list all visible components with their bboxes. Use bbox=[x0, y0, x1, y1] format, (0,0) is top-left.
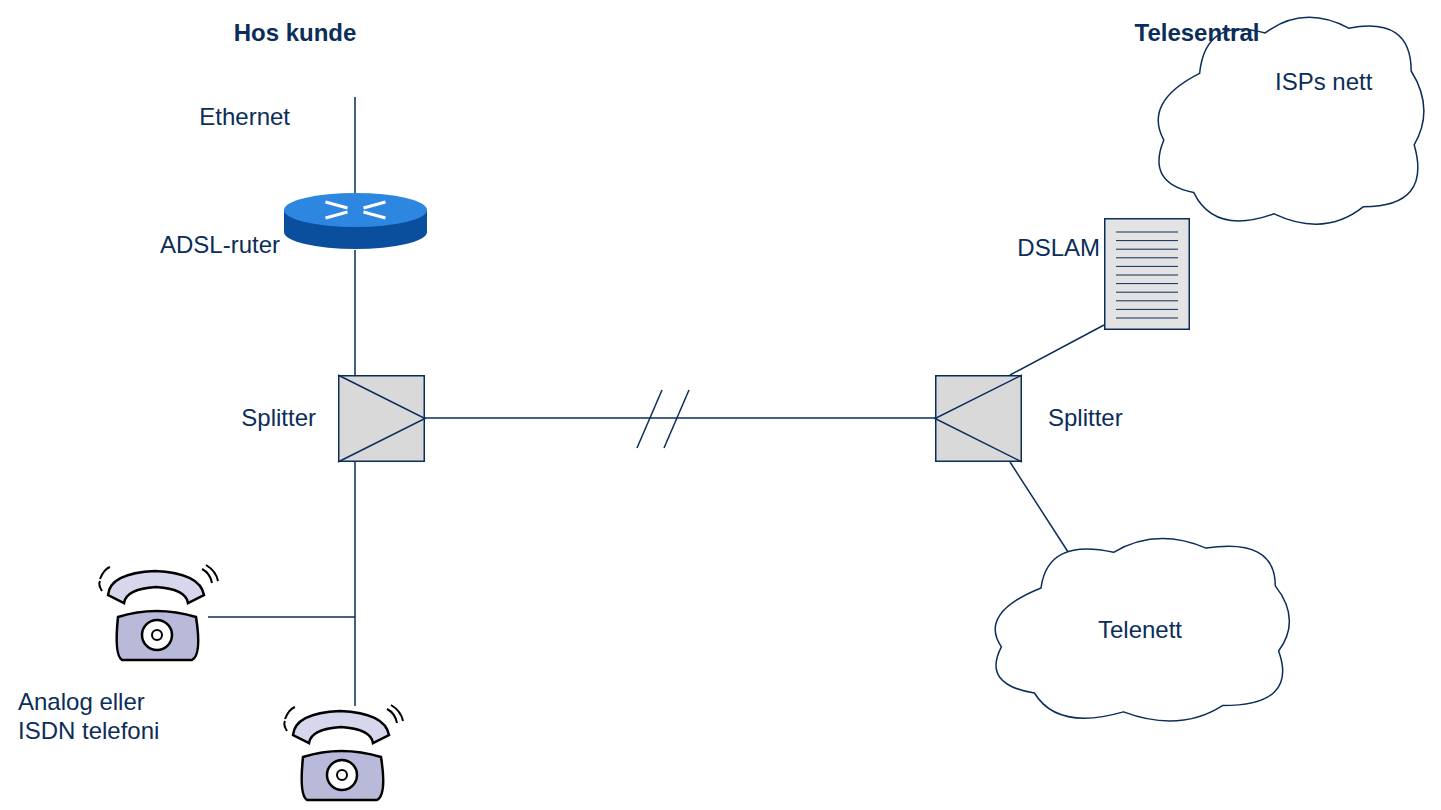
router-arrow bbox=[364, 202, 386, 208]
node-label: Telenett bbox=[1098, 616, 1182, 645]
phone-wire bbox=[208, 616, 355, 618]
telephone-icon bbox=[99, 565, 218, 660]
phone-label: Analog eller ISDN telefoni bbox=[18, 688, 193, 746]
splitter-symbol bbox=[338, 375, 425, 462]
dslam-outline bbox=[1105, 219, 1190, 330]
node-label: ISPs nett bbox=[1275, 68, 1372, 97]
router-arrow bbox=[364, 212, 386, 218]
dslam-slot bbox=[1116, 240, 1178, 241]
cloud-outline bbox=[1158, 17, 1424, 224]
dslam-slot bbox=[1116, 249, 1178, 250]
line-connector bbox=[1010, 462, 1070, 555]
telephone-icon bbox=[284, 705, 403, 800]
dslam-slot bbox=[1116, 300, 1178, 301]
port-label: Ethernet bbox=[199, 103, 290, 132]
dslam-slot bbox=[1116, 309, 1178, 310]
splitter-outline bbox=[339, 376, 425, 462]
dslam-slot bbox=[1116, 283, 1178, 284]
node-label: Splitter bbox=[241, 404, 316, 433]
adsl-router-shape bbox=[283, 190, 428, 250]
line-connector bbox=[425, 417, 935, 419]
dslam-slot bbox=[1116, 232, 1178, 233]
break-mark bbox=[637, 390, 662, 448]
splitter-box: Splitter bbox=[338, 375, 425, 462]
router-arrow bbox=[326, 212, 348, 218]
dslam-slot bbox=[1116, 266, 1178, 267]
splitter-box-shape bbox=[935, 375, 1022, 462]
dslam-rack-shape bbox=[1104, 218, 1190, 330]
splitter-box-shape bbox=[338, 375, 425, 462]
dslam-rack: DSLAM bbox=[1104, 218, 1190, 330]
dslam-slot bbox=[1116, 275, 1178, 276]
phone-wire bbox=[354, 462, 356, 706]
splitter-outline bbox=[936, 376, 1022, 462]
node-label: ADSL-ruter bbox=[160, 231, 280, 260]
adsl-router: ADSL-ruter bbox=[283, 190, 428, 250]
node-label: DSLAM bbox=[1017, 234, 1100, 263]
line-connector bbox=[354, 250, 356, 375]
router-arrow bbox=[326, 202, 348, 208]
network-cloud: Telenett bbox=[975, 525, 1305, 735]
dslam-slot bbox=[1116, 292, 1178, 293]
dslam-slot bbox=[1116, 318, 1178, 319]
splitter-box: Splitter bbox=[935, 375, 1022, 462]
cloud-outline bbox=[995, 539, 1289, 721]
ethernet-wire bbox=[354, 97, 356, 200]
router-top bbox=[284, 193, 427, 227]
dslam-slot bbox=[1116, 257, 1178, 258]
node-label: Splitter bbox=[1048, 404, 1123, 433]
column-heading: Hos kunde bbox=[234, 19, 357, 48]
splitter-symbol bbox=[935, 375, 1022, 462]
line-connector bbox=[1010, 325, 1104, 375]
break-mark bbox=[664, 390, 689, 448]
column-heading: Telesentral bbox=[1135, 19, 1260, 48]
